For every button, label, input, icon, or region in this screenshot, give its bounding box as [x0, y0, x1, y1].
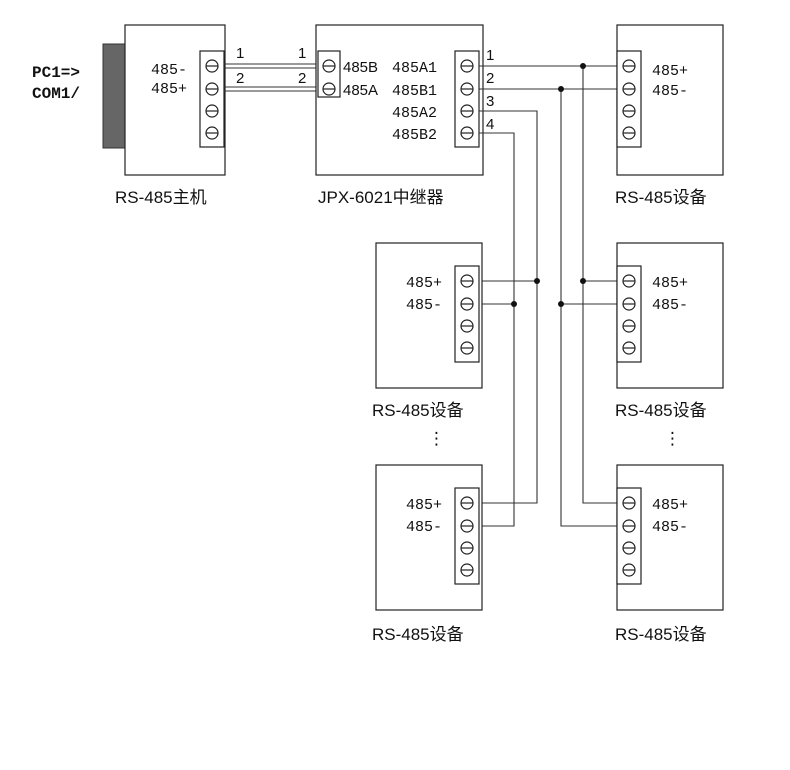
repeater-out-label-b2: 485B2	[392, 127, 437, 144]
repeater-output-screws	[460, 59, 474, 140]
host-wire-label-1: 1	[236, 45, 244, 62]
repeater-in-b-label: 485B	[343, 59, 378, 76]
device-pin-minus-label: 485-	[406, 297, 442, 314]
device-caption: RS-485设备	[615, 625, 707, 644]
bus1-b-drop	[560, 89, 617, 527]
device-terminal-block	[616, 265, 642, 363]
host-caption: RS-485主机	[115, 188, 207, 207]
repeater-out-label-a1: 485A1	[392, 60, 437, 77]
bus2-a-wire	[479, 110, 538, 504]
host-pin-plus-label: 485+	[151, 81, 187, 98]
bus2-b-wire	[479, 132, 515, 527]
device-pin-plus-label: 485+	[652, 63, 688, 80]
device-right-middle: 485+ 485- RS-485设备	[615, 242, 724, 420]
repeater-in-wire-label-1: 1	[298, 45, 306, 62]
pc-label-line1: PC1=>	[32, 64, 80, 82]
host-wire-label-2: 2	[236, 70, 244, 87]
device-caption: RS-485设备	[372, 625, 464, 644]
ellipsis-middle: ⋮	[428, 429, 445, 448]
repeater-out-label-a2: 485A2	[392, 105, 437, 122]
device-right-top: 485+ 485- RS-485设备	[615, 24, 724, 207]
junction-dot	[558, 86, 564, 92]
device-pin-minus-label: 485-	[652, 519, 688, 536]
device-terminal-block	[454, 265, 480, 363]
repeater-in-wire-label-2: 2	[298, 70, 306, 87]
junction-dot	[558, 301, 564, 307]
serial-connector	[102, 43, 126, 149]
device-pin-plus-label: 485+	[652, 497, 688, 514]
junction-dot	[534, 278, 540, 284]
repeater-out-wire-label-1: 1	[486, 47, 494, 64]
device-pin-minus-label: 485-	[406, 519, 442, 536]
device-terminal-block	[616, 487, 642, 585]
host-screws	[205, 59, 219, 140]
repeater-out-label-b1: 485B1	[392, 83, 437, 100]
junction-dot	[580, 63, 586, 69]
bus1-a-drop	[582, 66, 617, 504]
device-middle-top: 485+ 485- RS-485设备	[372, 242, 483, 420]
repeater-out-wire-label-4: 4	[486, 116, 494, 133]
device-caption: RS-485设备	[615, 188, 707, 207]
device-pin-minus-label: 485-	[652, 297, 688, 314]
device-pin-plus-label: 485+	[406, 275, 442, 292]
junction-dot	[580, 278, 586, 284]
repeater-in-a-label: 485A	[343, 82, 378, 99]
device-terminal-block	[616, 50, 642, 148]
pc-label-line2: COM1/	[32, 85, 80, 103]
device-pin-plus-label: 485+	[406, 497, 442, 514]
device-right-bottom: 485+ 485- RS-485设备	[615, 464, 724, 644]
device-terminal-block	[454, 487, 480, 585]
repeater-out-wire-label-3: 3	[486, 93, 494, 110]
device-caption: RS-485设备	[615, 401, 707, 420]
ellipsis-right: ⋮	[664, 429, 681, 448]
host-pin-minus-label: 485-	[151, 62, 187, 79]
device-pin-minus-label: 485-	[652, 83, 688, 100]
repeater-out-wire-label-2: 2	[486, 70, 494, 87]
repeater-caption: JPX-6021中继器	[318, 188, 444, 207]
device-caption: RS-485设备	[372, 401, 464, 420]
device-middle-bottom: 485+ 485- RS-485设备	[372, 464, 483, 644]
device-pin-plus-label: 485+	[652, 275, 688, 292]
junction-dot	[511, 301, 517, 307]
